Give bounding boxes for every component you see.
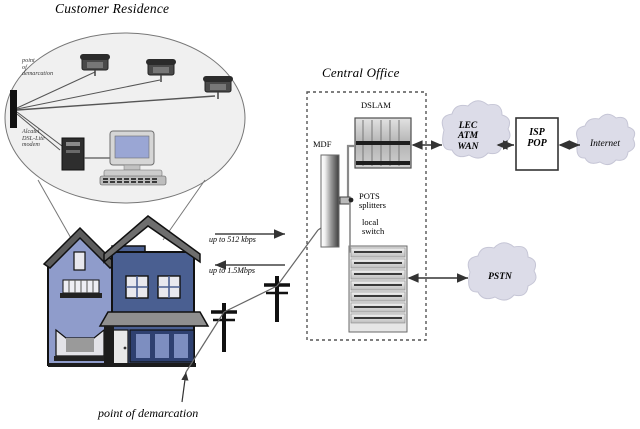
telephone-icon-2: [146, 59, 176, 82]
pots-splitter: [339, 196, 354, 205]
upstream-bandwidth-label: up to 512 kbps: [209, 235, 256, 244]
house-illustration: [42, 215, 210, 367]
internet-cloud: [576, 113, 636, 166]
local-switch-stack: [348, 245, 408, 333]
residence-demarcation-bar: [10, 71, 216, 151]
utility-pole-far: [264, 276, 290, 322]
customer-residence-title: Customer Residence: [55, 1, 170, 16]
local-switch-label: local switch: [362, 217, 385, 237]
telephone-icon-3: [203, 76, 233, 99]
residence-demarcation-label: point of demarcation: [22, 57, 54, 78]
mdf-label: MDF: [313, 139, 332, 149]
dsl-modem-icon: [61, 137, 112, 171]
dsl-modem-label: Alcatel DSL-Lite modem: [22, 128, 45, 149]
span-pole-to-pole: [223, 285, 278, 313]
utility-pole-near: [211, 303, 237, 352]
central-office-boundary: [306, 91, 427, 341]
lec-atm-wan-cloud: [441, 100, 511, 159]
demarcation-caption-arrow: [181, 371, 189, 403]
dslam-rack: [354, 117, 412, 169]
pstn-cloud: [467, 242, 537, 301]
mdf-to-dslam-link: [339, 144, 355, 202]
internet-label: Internet: [589, 139, 621, 149]
isp-pop-label: ISP POP: [527, 127, 547, 149]
mdf-to-switch-link: [349, 203, 351, 253]
telephone-icon-1: [80, 54, 110, 76]
pots-splitters-label: POTS splitters: [359, 191, 386, 211]
central-office-title: Central Office: [322, 65, 400, 80]
downstream-bandwidth-label: up to 1.5Mbps: [209, 266, 255, 275]
drop-wire-house-pole: [185, 311, 225, 373]
bottom-demarcation-caption: point of demarcation: [98, 406, 199, 420]
isp-pop-box: [515, 117, 559, 171]
lec-atm-wan-label: LEC ATM WAN: [457, 121, 479, 152]
dslam-label: DSLAM: [361, 100, 391, 110]
mdf-block: [320, 154, 340, 248]
pstn-label: PSTN: [488, 272, 512, 282]
desktop-computer-icon: [99, 130, 167, 186]
span-pole-to-co: [276, 229, 319, 287]
